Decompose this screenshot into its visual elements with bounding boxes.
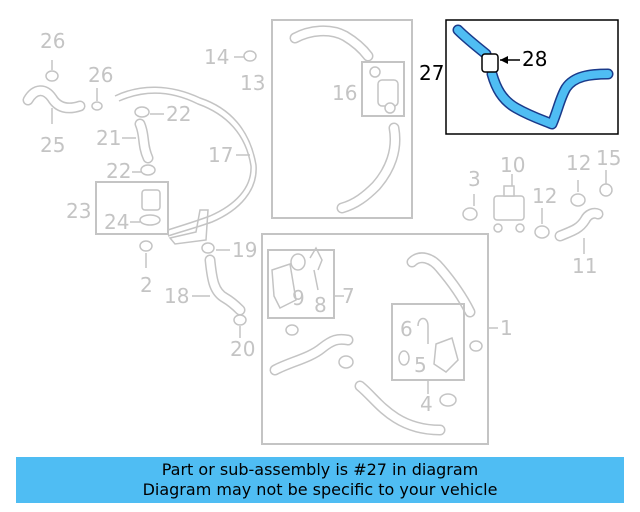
callout-18: 18 — [164, 284, 189, 308]
clamp-4 — [439, 393, 457, 407]
callout-26b: 26 — [88, 63, 113, 87]
bracket-17 — [168, 209, 209, 245]
subassembly-box-13 — [271, 19, 413, 219]
callout-23: 23 — [66, 199, 91, 223]
callout-28: 28 — [522, 47, 547, 71]
clamp-26-left — [45, 60, 59, 82]
hose-27-highlighted — [452, 24, 614, 130]
clamp-19 — [201, 242, 230, 254]
part-8-gasket — [309, 246, 323, 291]
callout-13: 13 — [240, 71, 265, 95]
banner-line-disclaimer: Diagram may not be specific to your vehi… — [142, 480, 498, 499]
hose-13-top — [289, 25, 374, 62]
callout-22a: 22 — [166, 102, 191, 126]
callout-21: 21 — [96, 126, 121, 150]
callout-17: 17 — [208, 143, 233, 167]
callout-26a: 26 — [40, 29, 65, 53]
part-5-thermostat — [398, 337, 459, 373]
subassembly-box-7 — [267, 249, 335, 319]
callout-16: 16 — [332, 81, 357, 105]
callout-3: 3 — [468, 167, 481, 191]
callout-20: 20 — [230, 337, 255, 361]
callout-15: 15 — [596, 146, 621, 170]
clamp-14 — [234, 50, 257, 62]
clamp-20 — [233, 314, 247, 338]
part-16 — [369, 66, 399, 114]
callout-2: 2 — [140, 273, 153, 297]
pipe-17 — [114, 86, 257, 237]
clamp-12-left — [534, 208, 550, 239]
callout-19: 19 — [232, 238, 257, 262]
subassembly-box-1 — [261, 233, 489, 445]
clamp-12-right — [570, 180, 586, 207]
clamp-1-right — [469, 340, 483, 352]
connector-28 — [481, 53, 520, 73]
callout-12a: 12 — [566, 151, 591, 175]
hose-1-lower — [354, 380, 446, 436]
callout-14: 14 — [204, 45, 229, 69]
hose-1-middle — [269, 333, 354, 376]
clamp-1-mid — [338, 355, 354, 369]
callout-8: 8 — [314, 293, 327, 317]
callout-9: 9 — [292, 286, 305, 310]
part-9-housing — [271, 253, 306, 310]
hose-21 — [122, 118, 154, 164]
subassembly-box-23 — [95, 181, 169, 235]
callout-5: 5 — [414, 353, 427, 377]
part-24-valve — [130, 189, 161, 226]
hose-25 — [22, 85, 86, 114]
callout-24: 24 — [104, 210, 129, 234]
banner-line-part: Part or sub-assembly is #27 in diagram — [161, 460, 479, 479]
part-info-banner: Part or sub-assembly is #27 in diagram D… — [16, 457, 624, 503]
callout-11: 11 — [572, 254, 597, 278]
callout-22b: 22 — [106, 159, 131, 183]
callout-25: 25 — [40, 133, 65, 157]
callout-labels: 26 26 25 14 13 22 21 22 17 16 23 24 2 19… — [40, 29, 621, 416]
clamp-26-right — [91, 88, 103, 111]
callout-7: 7 — [342, 284, 355, 308]
subassembly-box-16 — [361, 61, 405, 117]
sensor-10 — [493, 174, 525, 233]
callout-1: 1 — [500, 316, 513, 340]
callout-12b: 12 — [532, 184, 557, 208]
clamp-22-bottom — [132, 164, 156, 176]
callout-27: 27 — [419, 61, 444, 85]
hose-11 — [554, 207, 604, 254]
hose-1-upper — [406, 252, 476, 318]
clamp-3 — [462, 194, 478, 221]
part-6-seal — [417, 317, 429, 344]
hose-18 — [192, 254, 246, 316]
clamp-22-top — [134, 106, 164, 118]
callout-4: 4 — [420, 392, 433, 416]
clamp-1-small — [285, 324, 299, 336]
callout-10: 10 — [500, 153, 525, 177]
clamp-15 — [599, 170, 613, 197]
callout-6: 6 — [400, 317, 413, 341]
hose-13-lower — [336, 122, 401, 214]
clamp-2 — [139, 240, 153, 268]
